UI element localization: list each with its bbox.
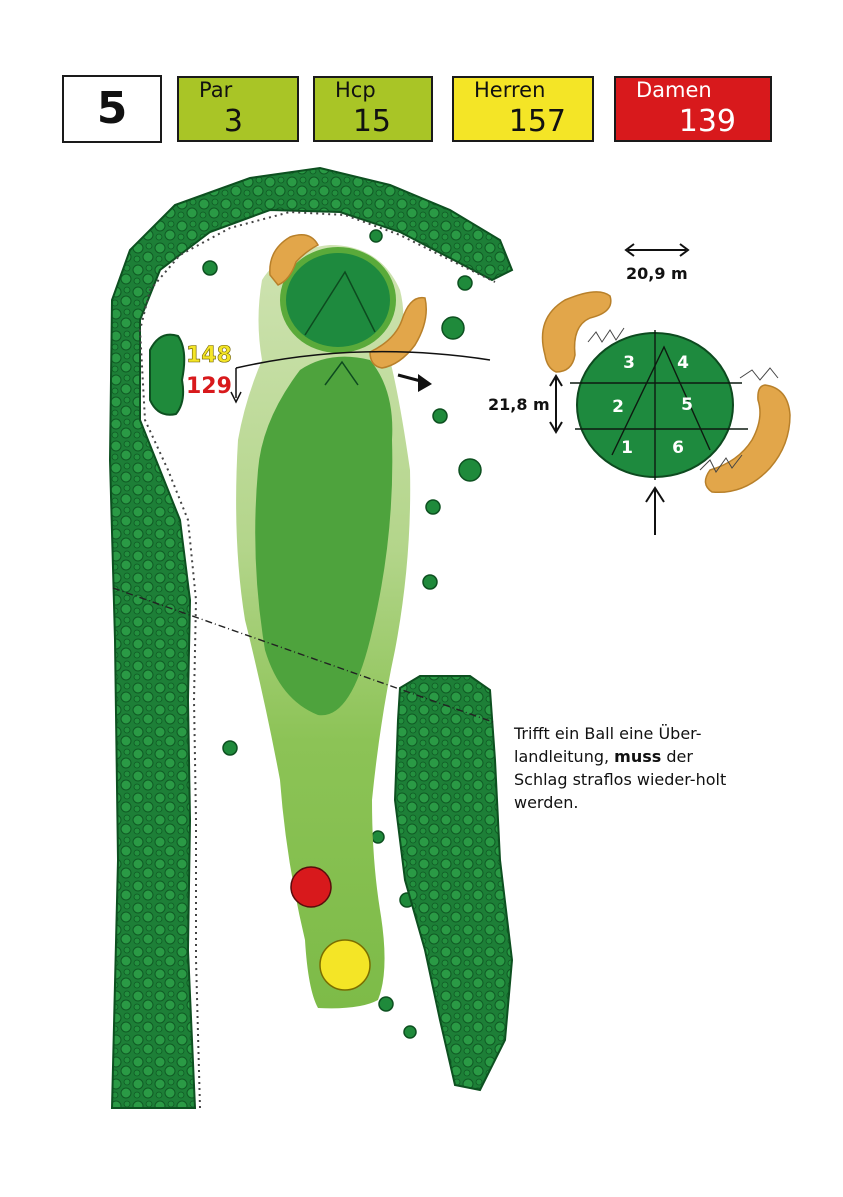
hole-number-box: 5	[62, 75, 162, 143]
herren-box: Herren 157	[452, 76, 594, 142]
distance-arrow	[230, 368, 242, 404]
green-width: 20,9 m	[626, 264, 688, 283]
left-hedge	[149, 333, 186, 416]
distance-line	[235, 350, 491, 369]
par-label: Par	[199, 78, 233, 102]
herren-value: 157	[508, 104, 566, 139]
green-detail: 20,9 m 21,8 m 3 4 2 5 1 6	[488, 243, 791, 535]
green-depth: 21,8 m	[488, 395, 550, 414]
position-5: 5	[681, 395, 693, 415]
hole-green	[280, 247, 396, 353]
aim-marker	[324, 360, 359, 386]
detail-bunker-right	[704, 384, 791, 494]
forest-right	[393, 675, 514, 1092]
red-distance: 129	[186, 374, 232, 399]
hcp-box: Hcp 15	[313, 76, 433, 142]
scattered-trees	[202, 229, 482, 1039]
hcp-label: Hcp	[335, 78, 376, 102]
herren-label: Herren	[474, 78, 546, 102]
power-line	[112, 587, 494, 723]
play-direction-arrow	[645, 486, 665, 535]
green-width-arrow	[624, 243, 690, 257]
bunkers-map	[269, 234, 427, 369]
red-tee	[290, 866, 332, 908]
hole-number: 5	[96, 83, 128, 134]
par-box: Par 3	[177, 76, 299, 142]
damen-label: Damen	[636, 78, 712, 102]
damen-value: 139	[678, 104, 736, 139]
fairway	[236, 245, 411, 1009]
yellow-tee	[319, 939, 371, 991]
direction-arrow	[397, 373, 432, 392]
detail-bunker-left	[541, 291, 612, 373]
note-text-2: der Schlag straflos wieder-holt werden.	[514, 747, 727, 812]
position-6: 6	[672, 438, 684, 458]
local-rule-note: Trifft ein Ball eine Über-landleitung, m…	[514, 722, 744, 814]
position-1: 1	[621, 438, 633, 458]
yellow-distance: 148	[186, 343, 232, 368]
position-2: 2	[612, 397, 624, 417]
note-emphasis: muss	[614, 747, 662, 766]
note-text-1: Trifft ein Ball eine Über-landleitung,	[514, 724, 702, 766]
position-4: 4	[677, 353, 689, 373]
tree-line-left	[108, 166, 514, 1109]
hcp-value: 15	[352, 104, 391, 139]
damen-box: Damen 139	[614, 76, 772, 142]
par-value: 3	[223, 104, 243, 139]
position-3: 3	[623, 353, 635, 373]
green-depth-arrow	[549, 374, 563, 434]
